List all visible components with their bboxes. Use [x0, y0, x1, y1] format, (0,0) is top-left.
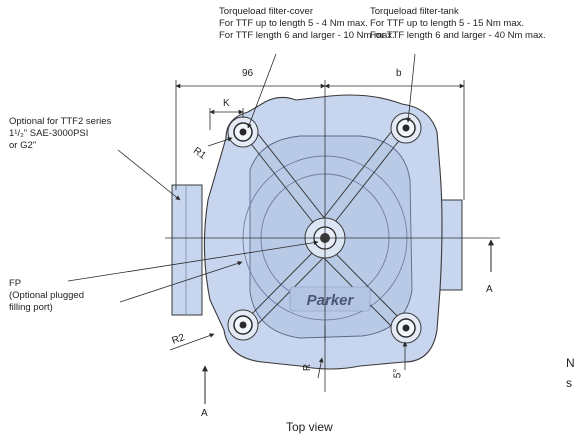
angle-label: 5° — [392, 368, 404, 379]
cover-torque-line2: For TTF length 6 and larger - 10 Nm max. — [219, 30, 395, 41]
bolt-bottom-right — [390, 312, 422, 344]
section-arrows — [202, 239, 494, 404]
side-boss — [439, 199, 463, 291]
cover-torque-line1: For TTF up to length 5 - 4 Nm max. — [219, 18, 368, 29]
dimension-b-label: b — [396, 68, 402, 79]
bolt-top-right — [390, 112, 422, 144]
cutoff-text-line1: N — [566, 356, 575, 370]
optional-port-line1: Optional for TTF2 series — [9, 116, 112, 127]
svg-text:Parker: Parker — [307, 292, 355, 309]
cutoff-text-line2: s — [566, 376, 572, 390]
side-port-flange — [171, 184, 203, 316]
fill-port-line3: filling port) — [9, 302, 53, 313]
optional-port-line2: 1¹/₂" SAE-3000PSI — [9, 128, 89, 139]
dimension-k-label: K — [223, 98, 230, 109]
view-caption: Top view — [286, 420, 333, 434]
fill-port-line1: FP — [9, 278, 22, 289]
fill-port-line2: (Optional plugged — [9, 290, 84, 301]
bolt-top-left — [227, 116, 259, 148]
dimension-96-label: 96 — [242, 68, 254, 79]
section-a-bottom-label: A — [201, 408, 208, 419]
parker-logo: Parker — [289, 286, 371, 312]
dimension-r-label: R — [302, 363, 314, 372]
tank-torque-line2: For TTF length 6 and larger - 40 Nm max. — [370, 30, 546, 41]
cover-torque-title: Torqueload filter-cover — [219, 6, 313, 17]
bolt-bottom-left — [227, 309, 259, 341]
width-dimension — [175, 80, 465, 200]
leader-lines — [67, 53, 416, 342]
k-dimension — [209, 108, 244, 130]
tank-torque-title: Torqueload filter-tank — [370, 6, 459, 17]
optional-port-line3: or G2" — [9, 140, 37, 151]
radius-leaders — [169, 137, 408, 379]
tank-torque-line1: For TTF up to length 5 - 15 Nm max. — [370, 18, 524, 29]
section-a-right-label: A — [486, 284, 493, 295]
